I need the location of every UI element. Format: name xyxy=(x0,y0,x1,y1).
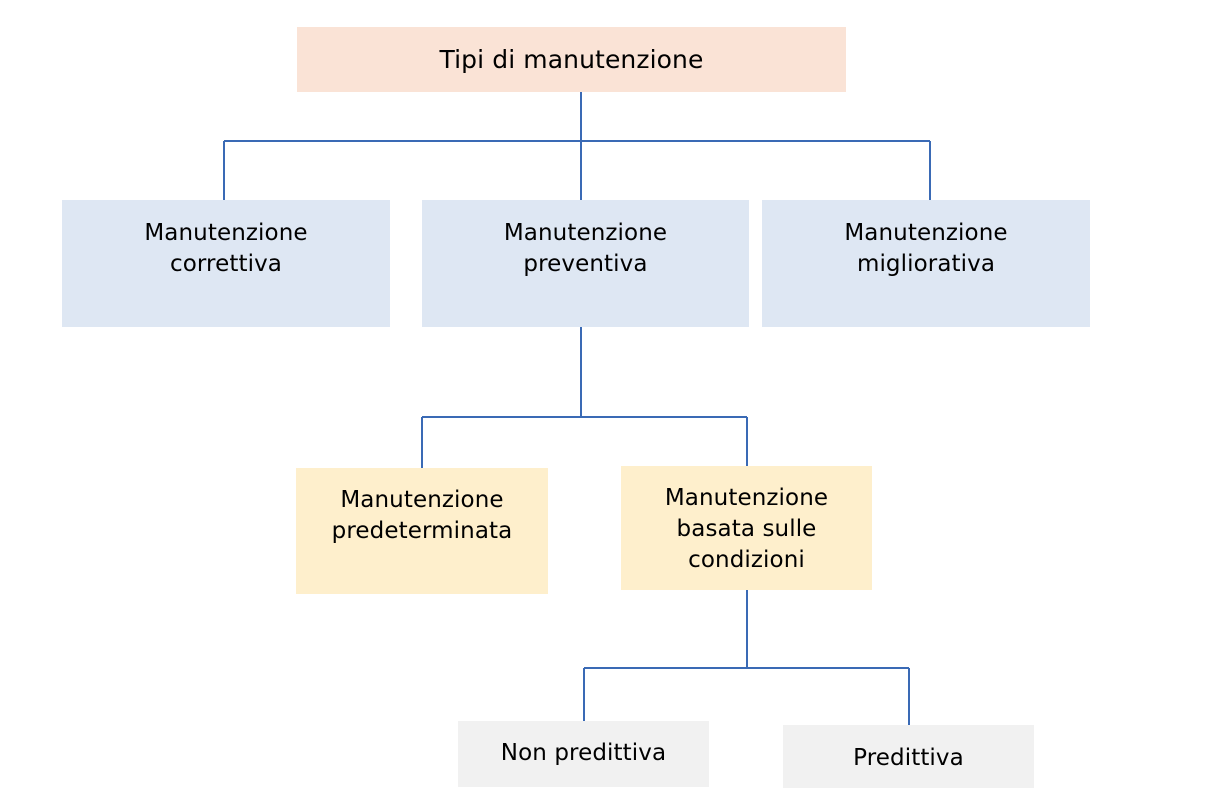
node-corrective-maintenance[interactable]: Manutenzione correttiva xyxy=(62,200,390,327)
node-root[interactable]: Tipi di manutenzione xyxy=(297,27,846,92)
node-preventive-maintenance[interactable]: Manutenzione preventiva xyxy=(422,200,749,327)
node-non-predictive[interactable]: Non predittiva xyxy=(458,721,709,787)
node-predictive[interactable]: Predittiva xyxy=(783,725,1034,788)
node-predetermined-maintenance[interactable]: Manutenzione predeterminata xyxy=(296,468,548,594)
node-condition-based-maintenance[interactable]: Manutenzione basata sulle condizioni xyxy=(621,466,872,590)
node-improvement-maintenance[interactable]: Manutenzione migliorativa xyxy=(762,200,1090,327)
